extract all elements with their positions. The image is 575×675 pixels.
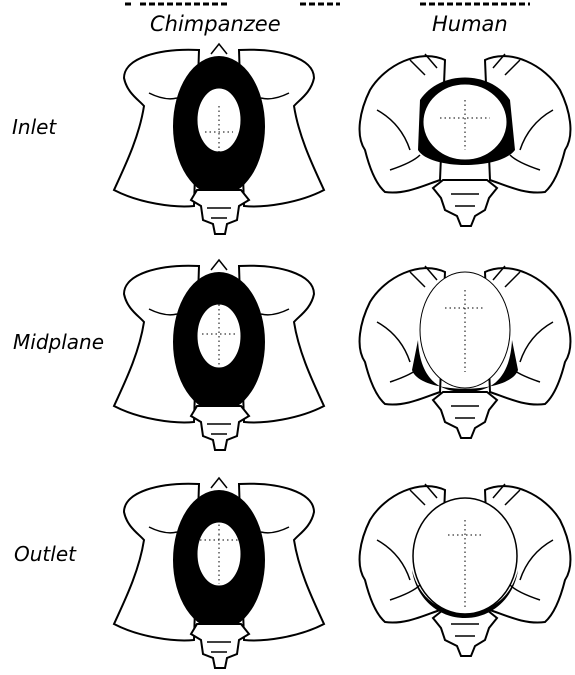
human-pelvis-midplane	[360, 266, 571, 438]
chimp-pelvis-outlet	[114, 478, 324, 668]
human-pelvis-inlet	[360, 54, 571, 226]
